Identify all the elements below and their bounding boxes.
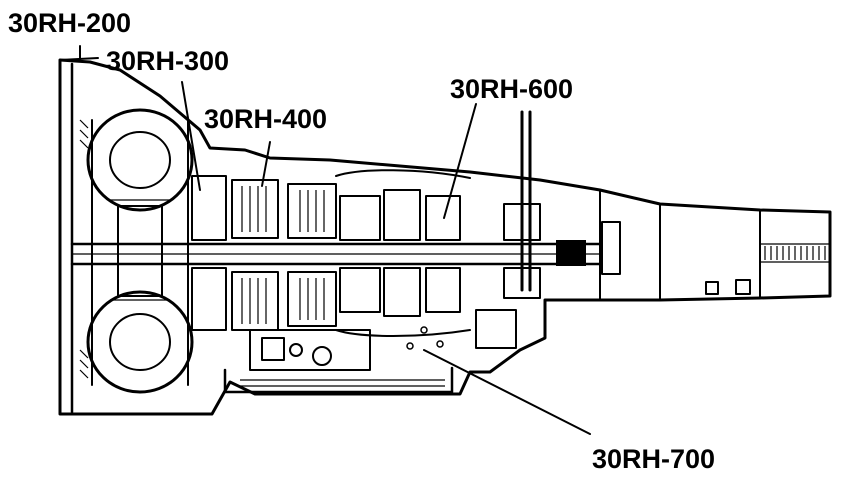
leader-30rh-700 <box>423 349 591 435</box>
leader-lines <box>79 45 591 435</box>
callout-30rh-400: 30RH-400 <box>204 104 327 134</box>
leader-30rh-300 <box>181 81 201 191</box>
callout-30rh-200: 30RH-200 <box>8 8 131 38</box>
callout-30rh-300: 30RH-300 <box>106 46 229 76</box>
callout-labels: 30RH-200 30RH-300 30RH-400 30RH-600 30RH… <box>8 8 715 474</box>
clutch-and-gearset-section <box>191 110 541 371</box>
callout-30rh-700: 30RH-700 <box>592 444 715 474</box>
leader-30rh-600a <box>443 103 477 219</box>
callout-30rh-600: 30RH-600 <box>450 74 573 104</box>
leader-30rh-400 <box>261 141 271 187</box>
main-shaft <box>70 221 621 275</box>
torque-converter <box>79 108 194 394</box>
transmission-housing <box>58 57 832 416</box>
